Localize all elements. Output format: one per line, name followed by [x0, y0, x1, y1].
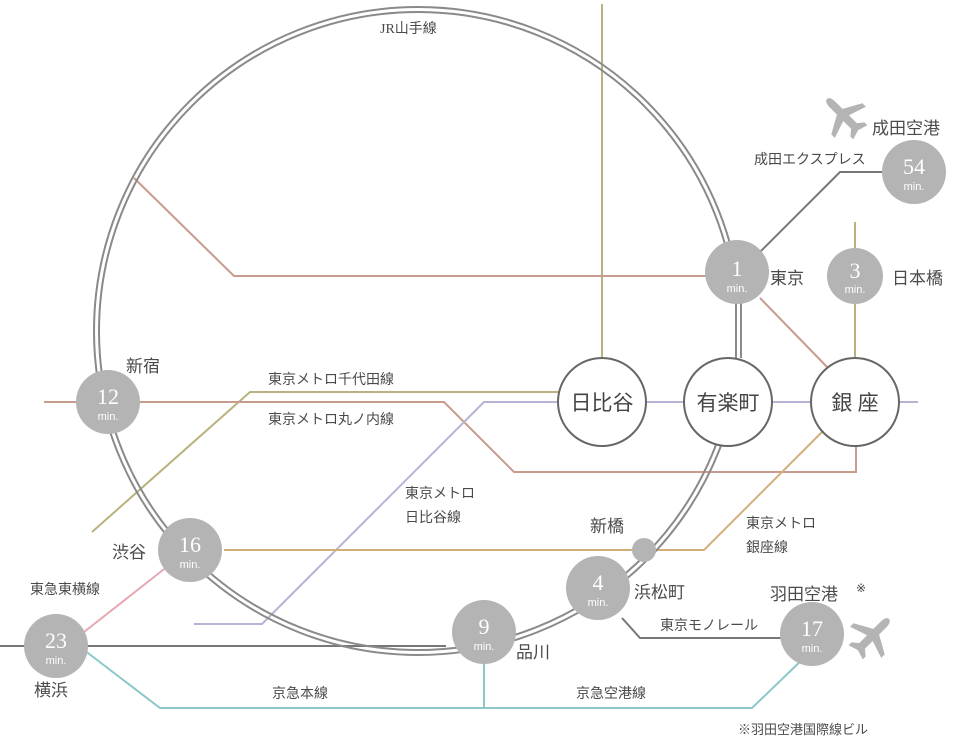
station-tokyo[interactable]: 1 min.: [705, 240, 769, 304]
station-shinbashi[interactable]: [632, 538, 656, 562]
toyoko-line: [83, 565, 169, 633]
station-shibuya-time: 16: [179, 532, 201, 557]
station-hamamatsucho-time: 4: [593, 570, 604, 595]
station-shibuya-unit: min.: [180, 559, 201, 571]
station-narita[interactable]: 54 min.: [882, 140, 946, 204]
station-yokohama-name: 横浜: [34, 681, 68, 700]
station-nihonbashi[interactable]: 3 min.: [827, 248, 883, 304]
station-yokohama-unit: min.: [46, 655, 67, 667]
station-tokyo-name: 東京: [770, 269, 804, 288]
marunouchi-line: [133, 177, 738, 277]
hibiya-label-1: 東京メトロ: [405, 486, 475, 502]
station-shinjuku-name: 新宿: [126, 357, 160, 376]
station-shibuya[interactable]: 16 min.: [158, 518, 222, 582]
monorail-label: 東京モノレール: [660, 618, 758, 634]
station-shibuya-name: 渋谷: [112, 543, 146, 562]
station-haneda-mark: ※: [856, 581, 866, 595]
keikyu-line: [83, 649, 807, 709]
station-narita-time: 54: [903, 154, 925, 179]
hibiya-line: [194, 401, 560, 625]
core-station-ginza[interactable]: 銀 座: [810, 357, 900, 447]
station-narita-name: 成田空港: [872, 119, 940, 138]
airplane-icon: [848, 618, 890, 660]
ginza-label-1: 東京メトロ: [746, 516, 816, 532]
station-hamamatsucho-name: 浜松町: [634, 583, 685, 602]
airplane-icon: [826, 98, 868, 140]
station-tokyo-time: 1: [732, 256, 743, 281]
core-station-ginza-label: 銀 座: [831, 391, 878, 415]
station-yokohama[interactable]: 23 min.: [24, 614, 88, 678]
chiyoda-label: 東京メトロ千代田線: [268, 372, 394, 388]
marunouchi-label: 東京メトロ丸ノ内線: [268, 412, 394, 428]
station-haneda-time: 17: [801, 616, 823, 641]
station-shinjuku-unit: min.: [98, 411, 119, 423]
station-nihonbashi-time: 3: [850, 258, 861, 283]
station-haneda-unit: min.: [802, 643, 823, 655]
narita-express-line: [759, 171, 882, 253]
footnote: ※羽田空港国際線ビル: [738, 722, 868, 737]
core-station-yurakucho-label: 有楽町: [697, 391, 760, 415]
marunouchi-line-2: [44, 401, 857, 473]
keikyu-airport-label: 京急空港線: [576, 686, 646, 702]
station-shinjuku[interactable]: 12 min.: [76, 370, 140, 434]
station-shinagawa-name: 品川: [516, 643, 550, 662]
toyoko-label: 東急東横線: [30, 582, 100, 598]
station-tokyo-unit: min.: [727, 283, 748, 295]
core-station-hibiya-label: 日比谷: [571, 391, 634, 415]
station-shinagawa-unit: min.: [474, 641, 495, 653]
ginza-label-2: 銀座線: [746, 540, 788, 556]
yamanote-label: JR山手線: [380, 21, 437, 37]
station-hamamatsucho-unit: min.: [588, 597, 609, 609]
station-shinagawa-time: 9: [479, 614, 490, 639]
station-narita-unit: min.: [904, 181, 925, 193]
station-hamamatsucho[interactable]: 4 min.: [566, 556, 630, 620]
chiyoda-line: [91, 4, 603, 533]
ginza-line: [224, 431, 823, 551]
core-station-yurakucho[interactable]: 有楽町: [683, 357, 773, 447]
keikyu-main-label: 京急本線: [272, 686, 328, 702]
station-shinbashi-name: 新橋: [590, 517, 624, 536]
station-shinagawa[interactable]: 9 min.: [452, 600, 516, 664]
narita-express-label: 成田エクスプレス: [754, 152, 866, 168]
station-haneda[interactable]: 17 min.: [780, 602, 844, 666]
station-haneda-name: 羽田空港: [770, 585, 838, 604]
core-station-hibiya[interactable]: 日比谷: [557, 357, 647, 447]
station-nihonbashi-unit: min.: [845, 284, 866, 296]
station-shinjuku-time: 12: [97, 384, 119, 409]
monorail-line: [621, 617, 782, 639]
station-yokohama-time: 23: [45, 628, 67, 653]
hibiya-label-2: 日比谷線: [405, 510, 461, 526]
station-nihonbashi-name: 日本橋: [892, 269, 943, 288]
marunouchi-line-3: [759, 297, 831, 371]
